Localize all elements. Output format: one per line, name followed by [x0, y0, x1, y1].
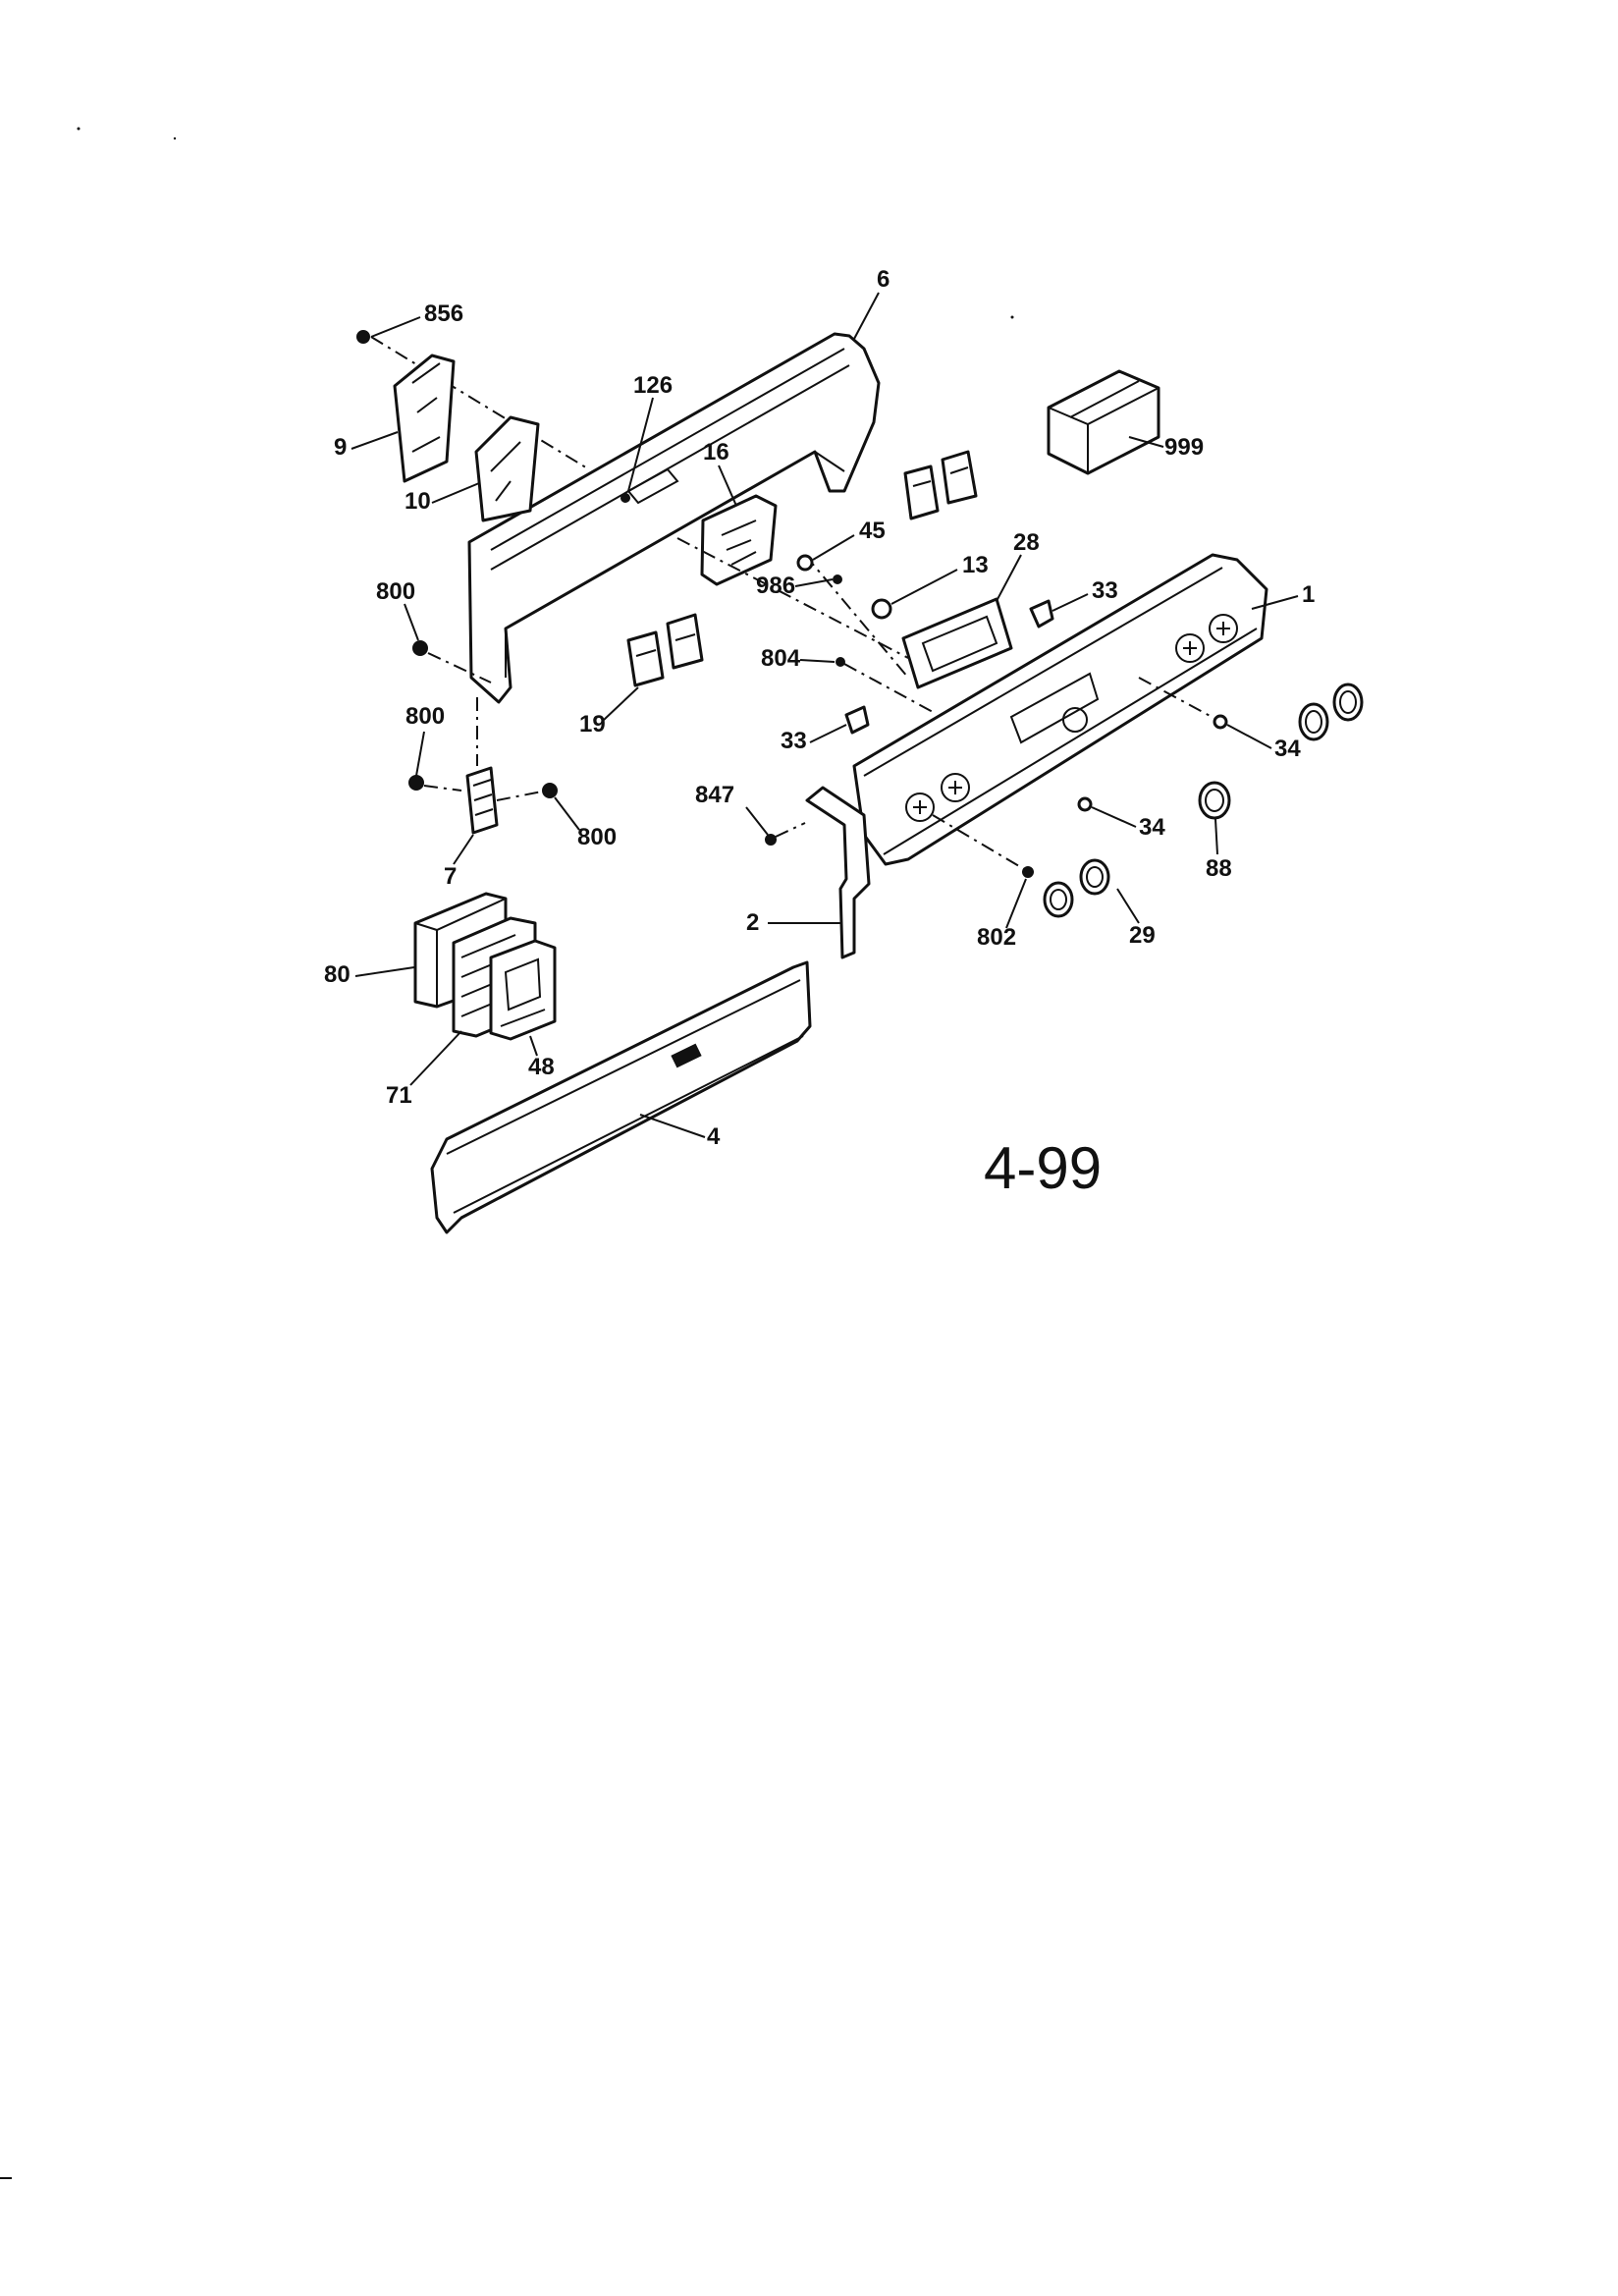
callout-10: 10 [404, 488, 431, 515]
callout-71: 71 [386, 1082, 412, 1109]
knob-right-1 [1298, 702, 1329, 741]
part-29-knob-2 [1079, 858, 1110, 896]
callout-16: 16 [703, 439, 729, 465]
part-48-bracket [489, 939, 557, 1041]
callout-28: 28 [1013, 529, 1040, 556]
scan-speck [77, 127, 81, 131]
callout-9: 9 [334, 434, 347, 461]
callout-33a: 33 [1092, 577, 1118, 604]
fastener-126-icon [620, 493, 630, 503]
callout-999: 999 [1164, 434, 1204, 461]
part-1-control-panel [852, 553, 1268, 866]
callout-19: 19 [579, 711, 606, 738]
callout-804: 804 [761, 645, 801, 672]
callout-4: 4 [707, 1123, 721, 1150]
part-10-clip-bracket [474, 415, 540, 522]
callout-13: 13 [962, 552, 989, 578]
screw-800-right-icon [542, 783, 558, 798]
screw-800-upper-icon [412, 640, 428, 656]
callout-34b: 34 [1139, 814, 1165, 841]
callout-800a: 800 [376, 578, 415, 605]
part-19-switch-pair [626, 613, 704, 687]
callout-1: 1 [1302, 581, 1315, 608]
screw-847-icon [765, 834, 777, 846]
callout-7: 7 [444, 863, 457, 890]
part-29-knob-1 [1043, 881, 1074, 918]
fastener-804-icon [836, 657, 845, 667]
part-4-lower-trim [430, 960, 812, 1234]
scan-speck [1010, 315, 1014, 319]
callout-80: 80 [324, 961, 351, 988]
scan-speck [173, 137, 177, 140]
callout-88: 88 [1206, 855, 1232, 882]
callout-33b: 33 [781, 728, 807, 754]
callout-800c: 800 [577, 824, 617, 850]
knob-right-2 [1332, 683, 1364, 722]
callout-6: 6 [877, 266, 890, 293]
knob-stem-34-lower-icon [1077, 796, 1093, 812]
screw-802-icon [1022, 866, 1034, 878]
part-28-mounting-plate [901, 597, 1013, 689]
callout-45: 45 [859, 518, 886, 544]
fastener-986-icon [833, 574, 842, 584]
part-16-control-module [700, 494, 778, 586]
part-9-side-bracket [393, 354, 456, 483]
knob-stem-34-right-icon [1213, 714, 1228, 730]
grommet-13-icon [871, 598, 892, 620]
callout-802: 802 [977, 924, 1016, 951]
clip-33-lower-icon [844, 705, 870, 735]
washer-45-icon [796, 554, 814, 572]
part-88-knob [1198, 781, 1231, 820]
callout-800b: 800 [405, 703, 445, 730]
callout-29: 29 [1129, 922, 1156, 949]
callout-126: 126 [633, 372, 673, 399]
callout-856: 856 [424, 301, 463, 327]
part-999-carton [1047, 369, 1160, 475]
part-2-handle-bracket [805, 786, 871, 959]
screw-856-icon [356, 330, 370, 344]
page-label: 4-99 [984, 1135, 1102, 1201]
screw-800-middle-icon [408, 775, 424, 791]
callout-34a: 34 [1274, 736, 1301, 762]
part-6-backguard-rear-panel [467, 332, 881, 704]
clip-33-upper-icon [1029, 599, 1054, 629]
part-7-bracket-strip [465, 766, 499, 835]
callout-847: 847 [695, 782, 734, 808]
callout-986: 986 [756, 573, 795, 599]
callout-48: 48 [528, 1054, 555, 1080]
switch-pair-upper [903, 450, 978, 520]
callout-2: 2 [746, 909, 759, 936]
